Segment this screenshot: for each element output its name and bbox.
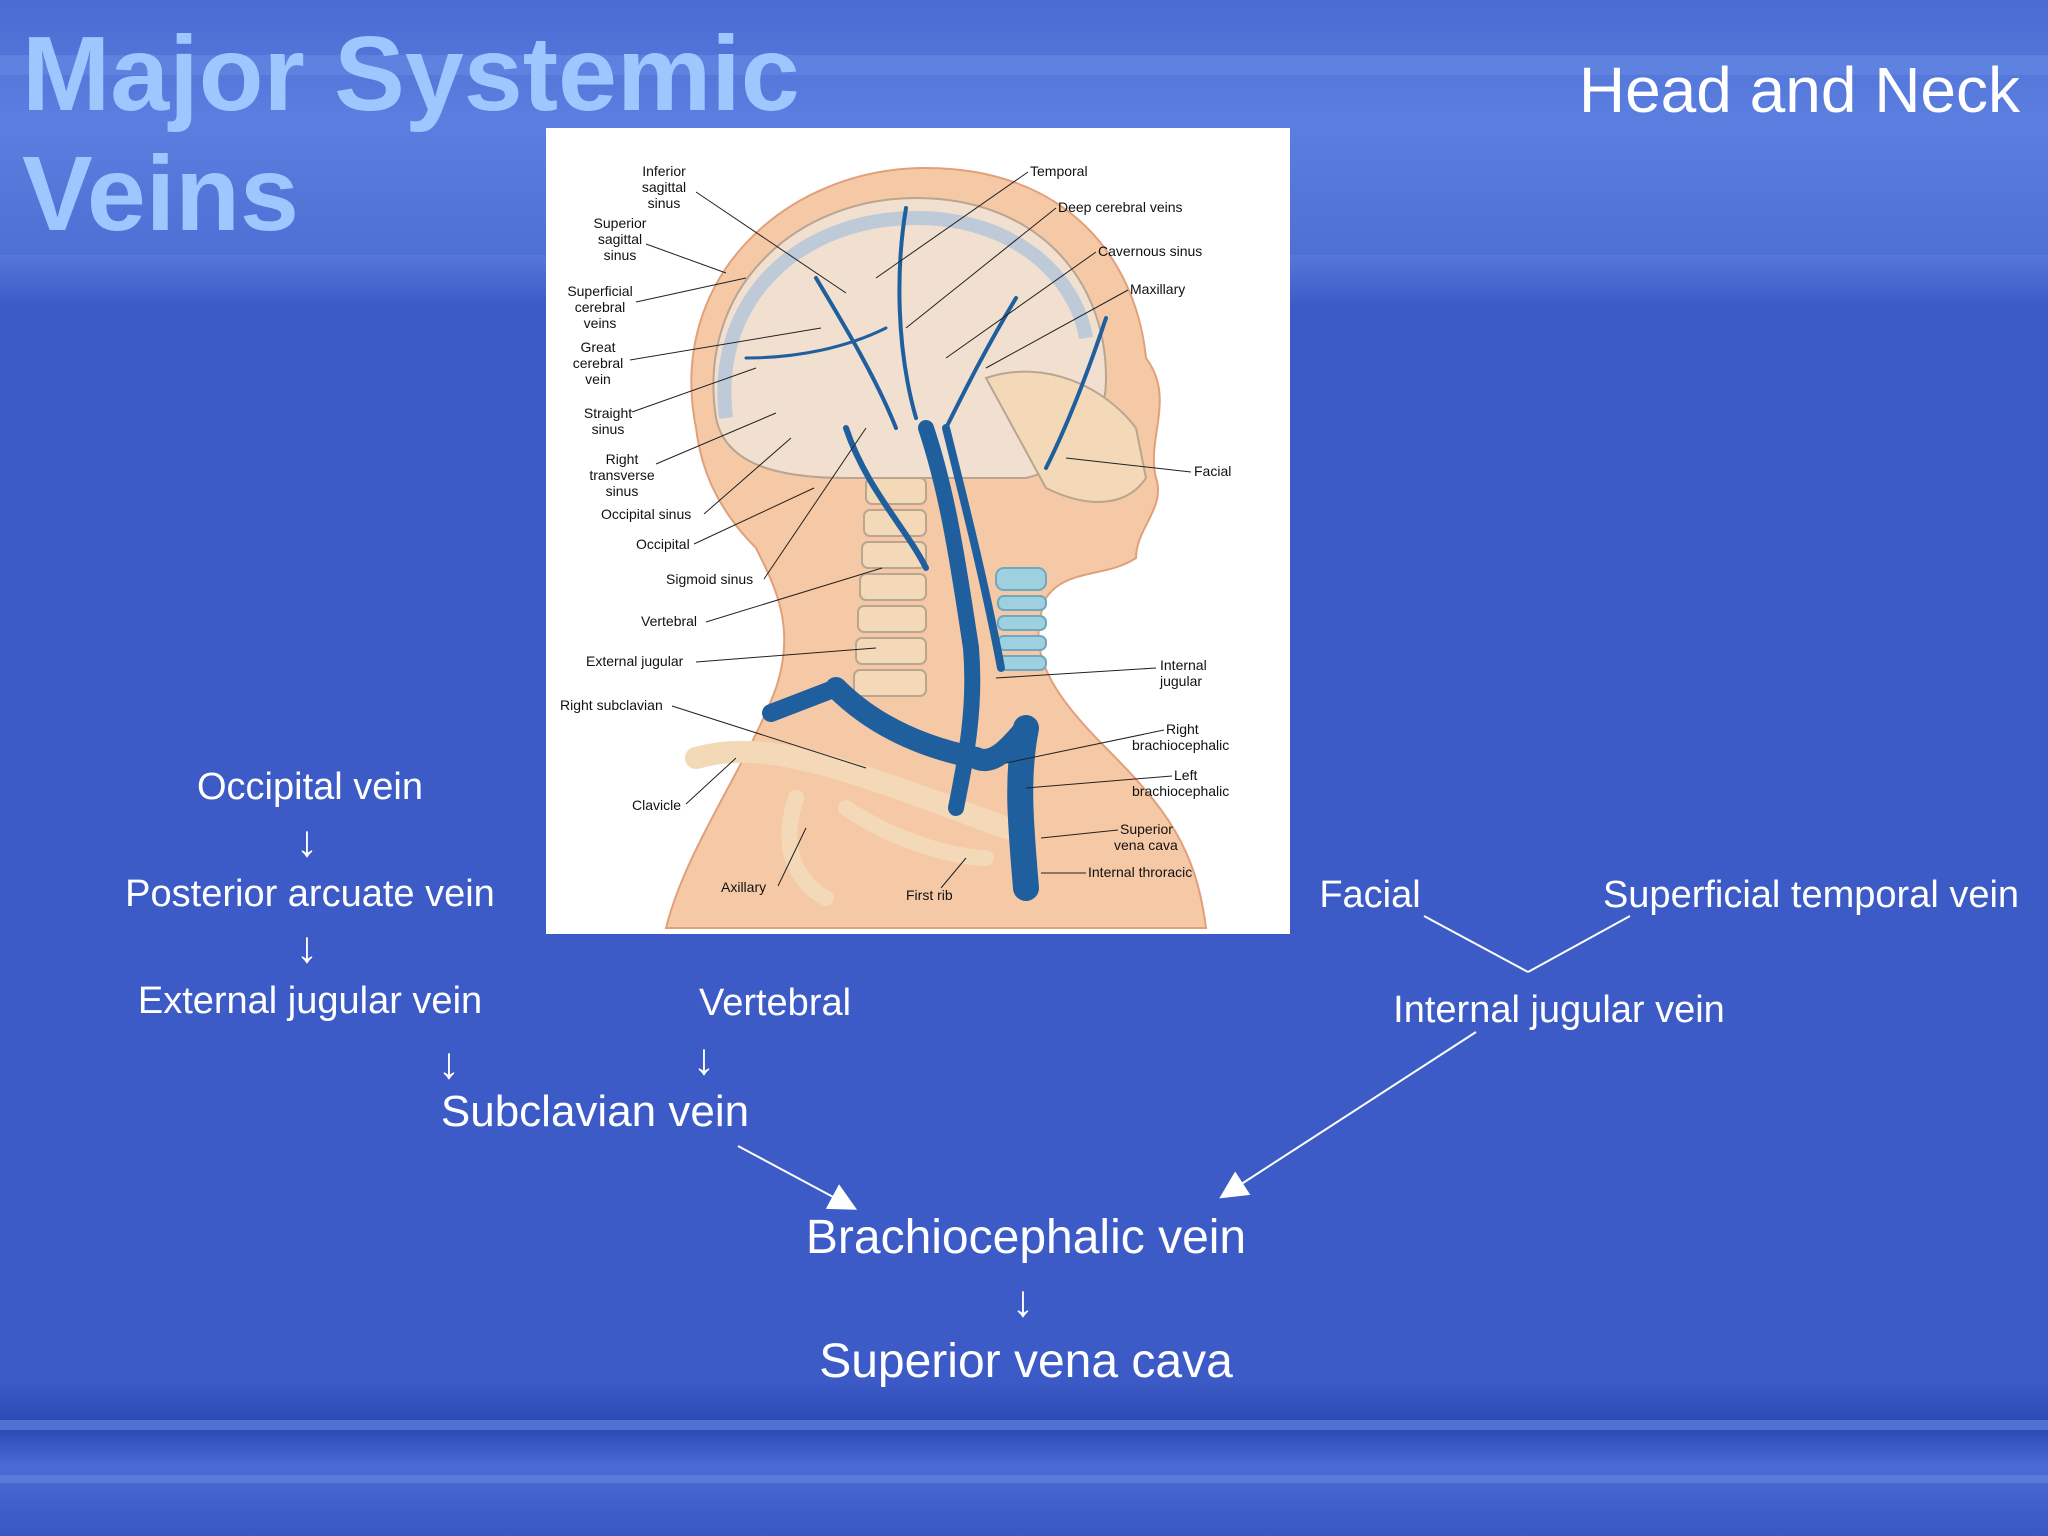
lbl-left-brachio-1: Left <box>1174 767 1197 783</box>
lbl-right-transverse-3: sinus <box>606 483 639 499</box>
connector-subclavian-to-brachio <box>737 1145 858 1210</box>
lbl-occipital: Occipital <box>636 536 690 552</box>
lbl-inferior-sagittal-2: sagittal <box>642 179 686 195</box>
flow-subclavian-vein: Subclavian vein <box>440 1087 750 1136</box>
flow-arrow-2: ↓ <box>296 923 318 972</box>
slide-subtitle: Head and Neck <box>1578 54 2020 126</box>
lbl-superior-sagittal-2: sagittal <box>598 231 642 247</box>
connector-ij-to-brachio <box>1219 1031 1477 1199</box>
figure-labels-left-inline: Occipital sinus Occipital Sigmoid sinus … <box>560 506 953 903</box>
bottom-band-stripe-2 <box>0 1475 2048 1483</box>
lbl-right-subclavian: Right subclavian <box>560 697 663 713</box>
flow-posterior-arcuate-vein: Posterior arcuate vein <box>125 873 495 915</box>
lbl-inferior-sagittal-1: Inferior <box>642 163 686 179</box>
lbl-superior-sagittal-3: sinus <box>604 247 637 263</box>
flow-brachiocephalic-vein: Brachiocephalic vein <box>805 1211 1247 1264</box>
first-rib <box>781 790 994 906</box>
lbl-right-brachio-1: Right <box>1166 721 1199 737</box>
lbl-right-transverse-2: transverse <box>589 467 655 483</box>
vertebral-column <box>853 477 927 697</box>
lbl-great-cerebral-2: cerebral <box>573 355 624 371</box>
connector-superficial-temporal <box>1527 915 1631 973</box>
lbl-left-brachio-2: brachiocephalic <box>1132 783 1229 799</box>
bottom-band <box>0 1380 2048 1536</box>
lbl-cavernous-sinus: Cavernous sinus <box>1098 243 1202 259</box>
lbl-right-transverse-1: Right <box>606 451 639 467</box>
flow-arrow-3: ↓ <box>438 1039 460 1088</box>
lbl-facial: Facial <box>1194 463 1231 479</box>
flow-arrow-4: ↓ <box>693 1035 715 1084</box>
leader-lines <box>629 171 1192 889</box>
lbl-clavicle: Clavicle <box>632 797 681 813</box>
lbl-internal-thoracic: Internal throracic <box>1088 864 1192 880</box>
face-bones <box>984 370 1148 503</box>
lbl-internal-jugular-2: jugular <box>1159 673 1202 689</box>
lbl-sigmoid-sinus: Sigmoid sinus <box>666 571 753 587</box>
lbl-superficial-cerebral-1: Superficial <box>567 283 632 299</box>
flow-superior-vena-cava: Superior vena cava <box>819 1335 1233 1388</box>
lbl-inferior-sagittal-3: sinus <box>648 195 681 211</box>
slide-title-line2: Veins <box>22 135 299 253</box>
vein-network <box>744 206 1108 901</box>
lbl-svc-2: vena cava <box>1114 837 1178 853</box>
lbl-axillary: Axillary <box>721 879 766 895</box>
figure-labels-right: Temporal Deep cerebral veins Cavernous s… <box>1030 163 1231 880</box>
lbl-superior-sagittal-1: Superior <box>594 215 647 231</box>
top-band-stripe <box>0 55 2048 75</box>
lbl-internal-jugular-1: Internal <box>1160 657 1207 673</box>
flow-facial: Facial <box>1319 874 1421 916</box>
lbl-temporal: Temporal <box>1030 163 1088 179</box>
lbl-svc-1: Superior <box>1120 821 1173 837</box>
flow-vertebral: Vertebral <box>698 982 852 1024</box>
lbl-occipital-sinus: Occipital sinus <box>601 506 691 522</box>
lbl-first-rib: First rib <box>906 887 953 903</box>
flow-occipital-vein: Occipital vein <box>197 766 423 808</box>
trachea <box>995 567 1047 671</box>
clavicle <box>685 740 1017 839</box>
lbl-superficial-cerebral-3: veins <box>584 315 617 331</box>
lbl-great-cerebral-1: Great <box>580 339 615 355</box>
lbl-deep-cerebral: Deep cerebral veins <box>1058 199 1183 215</box>
connector-facial <box>1423 915 1529 973</box>
slide-title: Major Systemic Veins <box>22 14 922 254</box>
lbl-straight-sinus-2: sinus <box>592 421 625 437</box>
flow-arrow-1: ↓ <box>296 817 318 866</box>
flow-external-jugular-vein: External jugular vein <box>137 980 483 1022</box>
lbl-right-brachio-2: brachiocephalic <box>1132 737 1229 753</box>
lbl-external-jugular: External jugular <box>586 653 684 669</box>
flow-arrow-5: ↓ <box>1012 1277 1034 1326</box>
bottom-band-stripe <box>0 1420 2048 1430</box>
lbl-straight-sinus-1: Straight <box>584 405 632 421</box>
lbl-great-cerebral-3: vein <box>585 371 611 387</box>
flow-internal-jugular-vein: Internal jugular vein <box>1393 989 1725 1031</box>
slide-title-line1: Major Systemic <box>22 15 800 133</box>
flow-superficial-temporal-vein: Superficial temporal vein <box>1602 874 2020 916</box>
lbl-maxillary: Maxillary <box>1130 281 1185 297</box>
lbl-superficial-cerebral-2: cerebral <box>575 299 626 315</box>
lbl-vertebral: Vertebral <box>641 613 697 629</box>
